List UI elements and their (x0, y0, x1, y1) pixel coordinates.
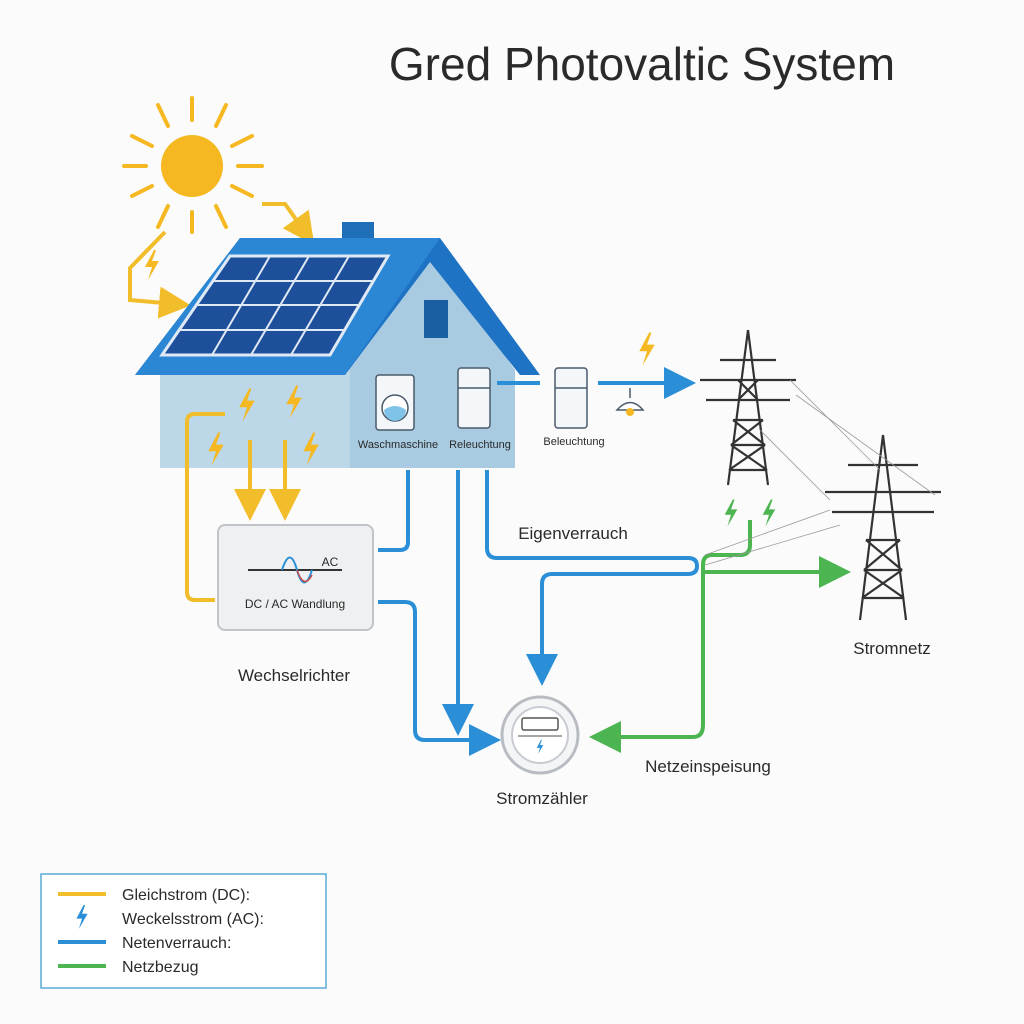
legend: Gleichstrom (DC): Weckelsstrom (AC): Net… (40, 873, 327, 989)
meter-icon (500, 695, 580, 775)
fridge-out-label: Beleuchtung (543, 436, 604, 448)
sun-to-panel-arrow (128, 230, 191, 319)
fridge-in-label: Releuchtung (449, 439, 511, 451)
legend-item: Netzbezug (122, 959, 199, 976)
grid-label: Stromnetz (853, 639, 930, 658)
legend-item: Gleichstrom (DC): (122, 887, 250, 904)
washing-machine-icon (375, 374, 415, 431)
lightning-icon (639, 332, 655, 366)
inverter-ac-label: AC (322, 555, 339, 569)
lamp-icon (615, 388, 645, 416)
fridge-icon (554, 367, 588, 429)
self-use-arrow (485, 470, 700, 686)
inverter-box (217, 524, 374, 631)
page-title: Gred Photovaltic System (389, 38, 895, 90)
lightning-icon (145, 250, 159, 280)
meter-label: Stromzähler (496, 789, 588, 808)
power-pylon-icon (825, 434, 941, 621)
dc-loop-line (185, 412, 225, 602)
sun-icon (122, 96, 264, 234)
solar-panel (159, 254, 391, 357)
ac-to-meter-arrow (378, 600, 501, 756)
ac-line (378, 470, 410, 552)
washer-label: Waschmaschine (358, 439, 438, 451)
inverter-conversion-label: DC / AC Wandlung (245, 597, 345, 611)
power-pylon-icon (700, 329, 796, 486)
sun-to-roof-arrow (262, 202, 315, 246)
legend-item: Netenverrauch: (122, 935, 231, 952)
inverter-label: Wechselrichter (238, 666, 350, 685)
self-use-label: Eigenverrauch (518, 524, 628, 543)
fridge-icon (457, 367, 491, 429)
power-lines (704, 379, 936, 566)
feed-in-label: Netzeinspeisung (645, 757, 771, 776)
feed-in-arrow (589, 520, 752, 753)
legend-item: Weckelsstrom (AC): (122, 911, 264, 928)
